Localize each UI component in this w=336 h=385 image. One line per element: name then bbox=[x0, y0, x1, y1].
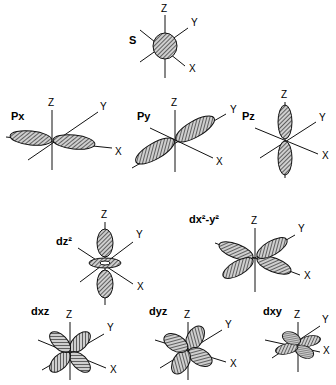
orbital-name: Px bbox=[10, 110, 25, 122]
axis-label: Y bbox=[106, 322, 115, 333]
pz-orbital-figure bbox=[255, 102, 318, 178]
axis-label: Y bbox=[229, 104, 238, 115]
axis-label: Z bbox=[293, 309, 301, 320]
axis-label: X bbox=[229, 358, 238, 369]
orbital-lobe bbox=[9, 129, 52, 147]
dxy-orbital-figure bbox=[265, 322, 324, 372]
axis-label: Y bbox=[297, 223, 306, 234]
orbital-ring bbox=[89, 258, 121, 268]
axis-label: Z bbox=[100, 209, 108, 220]
axis-label: Z bbox=[160, 3, 168, 14]
axis-label: Y bbox=[321, 314, 330, 325]
orbital-name: Pz bbox=[241, 110, 256, 122]
orbital-lobe bbox=[46, 328, 74, 356]
orbital-lobe bbox=[278, 105, 292, 139]
axis-label: X bbox=[188, 63, 197, 74]
axis-label: Y bbox=[318, 112, 327, 123]
py-orbital-figure bbox=[132, 110, 226, 172]
orbital-lobe bbox=[66, 348, 94, 376]
axis-line bbox=[140, 30, 185, 66]
axis-line bbox=[255, 228, 256, 292]
axis-label: Z bbox=[170, 97, 178, 108]
axis-label: Z bbox=[65, 309, 73, 320]
axis-label: X bbox=[136, 281, 145, 292]
axis-label: Z bbox=[250, 215, 258, 226]
orbital-name: dxz bbox=[30, 305, 50, 317]
orbital-lobe bbox=[279, 330, 305, 347]
orbital-lobe bbox=[254, 233, 290, 262]
orbital-name: S bbox=[128, 34, 137, 46]
axis-label: Y bbox=[135, 229, 144, 240]
dx2y2-orbital-figure bbox=[215, 228, 300, 292]
orbital-lobe bbox=[97, 270, 113, 298]
axis-label: X bbox=[322, 345, 331, 356]
axis-label: X bbox=[303, 270, 312, 281]
orbital-name: dxy bbox=[262, 305, 283, 317]
orbital-lobe bbox=[66, 328, 94, 356]
orbital-lobe bbox=[46, 348, 74, 376]
axis-label: Z bbox=[183, 309, 191, 320]
orbital-name: dz² bbox=[55, 235, 73, 247]
ring-hole bbox=[100, 261, 110, 265]
orbital-lobe bbox=[172, 111, 218, 147]
orbital-lobe bbox=[153, 33, 177, 59]
dz2-orbital-figure bbox=[78, 222, 133, 305]
axis-label: X bbox=[321, 150, 330, 161]
axis-line bbox=[140, 28, 188, 62]
orbital-lobe bbox=[161, 330, 192, 357]
s-orbital-figure bbox=[140, 15, 188, 78]
axis-label: Z bbox=[280, 89, 288, 100]
dxz-orbital-figure bbox=[38, 322, 106, 380]
axis-label: X bbox=[109, 364, 118, 375]
axis-label: Y bbox=[190, 17, 199, 28]
orbital-name: Py bbox=[136, 110, 151, 122]
orbital-name: dyz bbox=[148, 305, 168, 317]
orbital-lobe bbox=[220, 253, 256, 282]
axis-label: Y bbox=[224, 319, 233, 330]
axis-label: Y bbox=[99, 101, 108, 112]
px-orbital-figure bbox=[6, 110, 112, 170]
orbital-lobe bbox=[52, 133, 95, 151]
orbital-name: dx²-y² bbox=[188, 213, 220, 225]
orbital-lobe bbox=[278, 141, 292, 175]
orbital-lobe bbox=[97, 229, 113, 257]
orbital-lobe bbox=[132, 133, 178, 169]
axis-label: X bbox=[114, 146, 123, 157]
dyz-orbital-figure bbox=[155, 322, 226, 380]
axis-label: Z bbox=[47, 97, 55, 108]
axis-label: X bbox=[215, 156, 224, 167]
